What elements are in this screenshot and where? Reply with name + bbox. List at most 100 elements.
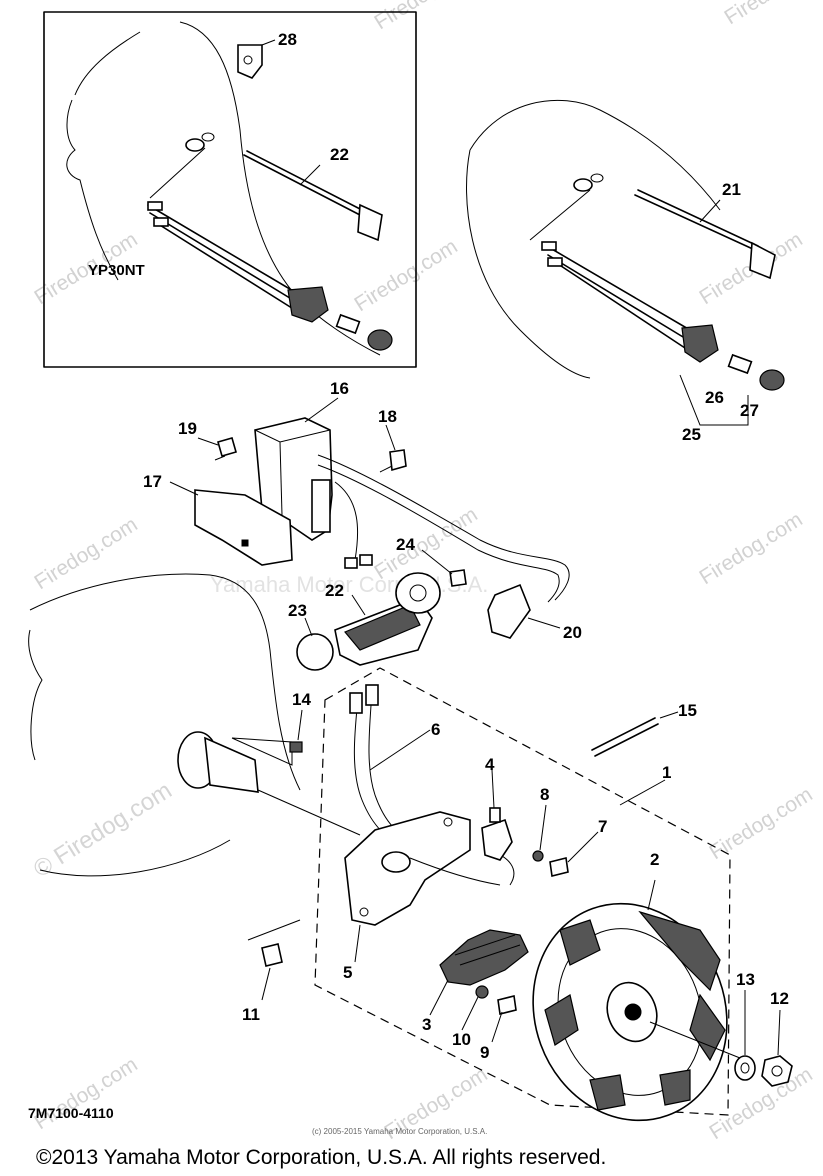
leader-11	[261, 967, 271, 1001]
part-19-bolt	[217, 437, 237, 457]
bolt-axis	[247, 919, 301, 941]
engine-outline	[28, 629, 43, 761]
leader-9	[491, 1011, 503, 1043]
part-10-washer	[475, 985, 489, 999]
part-number-15: 15	[678, 701, 697, 720]
part-28-hole	[243, 55, 253, 65]
part-21-wire	[637, 189, 759, 247]
part-1-assembly-boundary	[314, 667, 731, 1116]
part-22-wire	[243, 154, 361, 216]
part-number-23: 23	[288, 601, 307, 620]
harness-connector	[541, 241, 557, 251]
harness-boot	[287, 286, 329, 323]
harness-wire	[554, 261, 686, 349]
washer-nut: 13 12	[734, 970, 793, 1087]
harness-connector	[147, 201, 163, 211]
part-number-25: 25	[682, 425, 701, 444]
part-number-5: 5	[343, 963, 352, 982]
part-22-terminal	[357, 203, 383, 242]
part-21-wire	[634, 194, 756, 251]
part-17-hole	[241, 539, 249, 547]
right-engine-top	[469, 99, 721, 211]
bolt-shank	[379, 465, 393, 473]
part-9-screw	[497, 995, 517, 1015]
part-number-21: 21	[722, 180, 741, 199]
stator-assembly: 1 6 5 4 8 7 3	[314, 667, 731, 1116]
part-2-fan-blade	[689, 993, 726, 1062]
part-28-bracket	[237, 44, 263, 79]
watermark-brand: Firedog.com	[30, 1053, 141, 1134]
grommet-hole	[201, 132, 215, 142]
grommet-hole	[590, 173, 604, 183]
crank-axis	[257, 789, 361, 836]
coil-connector	[359, 554, 373, 566]
leader-18	[385, 424, 396, 451]
part-15-pin	[591, 717, 656, 751]
part-21-terminal	[749, 241, 776, 280]
watermark-center: Yamaha Motor Corp., U.S.A.	[210, 572, 488, 597]
leader-10	[461, 996, 479, 1031]
part-12-nut-hole	[771, 1065, 783, 1077]
pulser-group: 24 22 23	[288, 535, 467, 671]
crankshaft	[204, 736, 259, 793]
part-number-18: 18	[378, 407, 397, 426]
part-15-pin	[594, 723, 659, 757]
part-6-wire	[368, 689, 403, 836]
flywheel: 2	[532, 850, 746, 1122]
part-number-6: 6	[431, 720, 440, 739]
part-7-screw	[549, 857, 569, 877]
watermark-brand: Firedog.com	[720, 0, 823, 29]
part-24-bolt	[449, 569, 467, 587]
bolt-11: 11	[242, 919, 301, 1024]
flywheel-axis	[649, 1021, 746, 1061]
harness-wire	[547, 254, 689, 341]
part-number-17: 17	[143, 472, 162, 491]
part-number-12: 12	[770, 989, 789, 1008]
engine-outline	[29, 573, 301, 791]
part-number-2: 2	[650, 850, 659, 869]
leader-28	[261, 39, 276, 46]
harness-wire	[544, 244, 691, 331]
watermark-brand: Firedog.com	[370, 0, 481, 34]
cap	[759, 369, 785, 391]
footer-copyright: ©2013 Yamaha Motor Corporation, U.S.A. A…	[36, 1146, 606, 1169]
part-23-o-ring	[296, 633, 334, 671]
bracket-25	[679, 374, 749, 426]
diagram-reference: 7M7100-4110	[28, 1105, 114, 1121]
part-number-19: 19	[178, 419, 197, 438]
part-22-flange	[395, 572, 441, 614]
part-2-fan-blade	[544, 994, 579, 1046]
leader-grommet	[529, 189, 591, 241]
part-16-coil-edge	[279, 441, 283, 516]
part-14-key	[289, 741, 303, 753]
part-number-24: 24	[396, 535, 415, 554]
leader-17	[169, 481, 199, 496]
part-22-pulser-core	[344, 604, 421, 651]
part-number-22: 22	[330, 145, 349, 164]
part-number-14: 14	[292, 690, 311, 709]
leader-6	[369, 729, 431, 771]
harness-boot	[681, 324, 719, 363]
part-number-28: 28	[278, 30, 297, 49]
part-17-bracket	[194, 489, 293, 566]
part-number-27: 27	[740, 401, 759, 420]
leader-20	[527, 617, 561, 629]
leader-5	[354, 924, 361, 963]
leader-4	[491, 769, 495, 809]
inset-engine-outline	[179, 21, 381, 356]
leader-24	[421, 549, 453, 575]
inset-engine-edge	[66, 99, 119, 281]
watermark-brand: Firedog.com	[705, 1063, 816, 1144]
right-engine-outline	[466, 149, 591, 379]
part-number-4: 4	[485, 755, 495, 774]
harness-wire	[147, 204, 301, 296]
part-20-cap	[487, 583, 531, 639]
leader-16	[304, 397, 339, 423]
watermark-brand: Firedog.com	[695, 508, 806, 589]
watermark-brand: Firedog.com	[49, 777, 176, 871]
sleeve	[335, 313, 361, 335]
engine-outline-left: 14	[28, 573, 361, 877]
leader-19	[197, 437, 219, 446]
watermark-brand: Firedog.com	[30, 513, 141, 594]
